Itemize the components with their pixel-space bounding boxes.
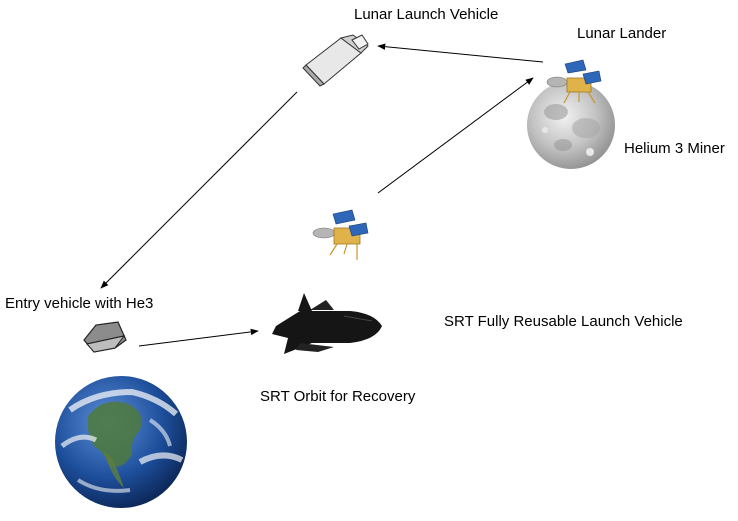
srt-orbit-label: SRT Orbit for Recovery bbox=[260, 388, 416, 405]
lunar-launch-vehicle-label: Lunar Launch Vehicle bbox=[354, 6, 499, 23]
arrow-lander-to-moon bbox=[377, 77, 534, 194]
earth-icon bbox=[55, 376, 187, 508]
moon-icon bbox=[527, 81, 615, 169]
lunar-launch-vehicle-icon bbox=[302, 34, 369, 87]
entry-capsule-icon bbox=[83, 321, 127, 353]
lander-icon bbox=[312, 209, 369, 260]
arrow-lander-to-llv bbox=[377, 43, 544, 63]
lunar-lander-label: Lunar Lander bbox=[577, 25, 667, 42]
entry-vehicle-label: Entry vehicle with He3 bbox=[5, 295, 154, 312]
lunar-lander-icon bbox=[546, 59, 602, 104]
srt-launch-vehicle-label: SRT Fully Reusable Launch Vehicle bbox=[444, 313, 683, 330]
arrow-llv-to-entry bbox=[100, 91, 298, 289]
helium-miner-label: Helium 3 Miner bbox=[624, 140, 725, 157]
shuttle-icon bbox=[272, 293, 382, 354]
arrow-entry-to-shuttle bbox=[138, 328, 259, 347]
